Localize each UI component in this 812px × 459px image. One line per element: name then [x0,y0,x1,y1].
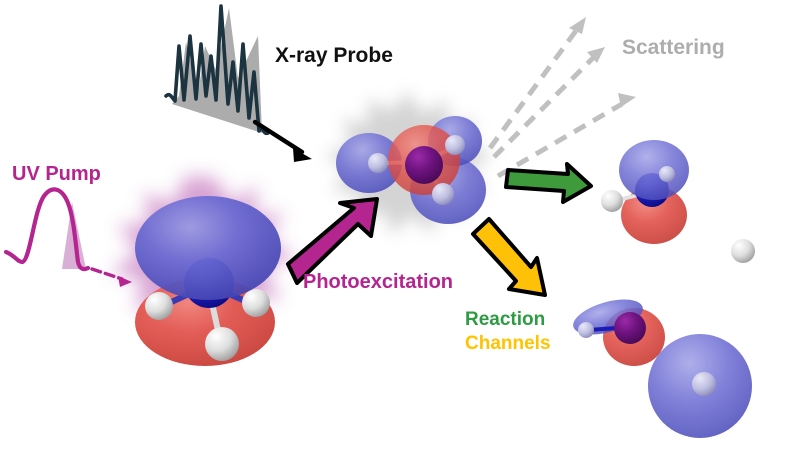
photoexcitation-arrow [286,197,379,285]
orbital-lobe-blue [619,140,689,200]
uv-pump-dashed-arrow [90,267,132,287]
reaction-label: Reaction [465,309,546,330]
hydrogen-atom [601,190,623,212]
xray-probe-arrow [252,119,312,162]
uv-pump-label: UV Pump [12,163,101,185]
hydrogen-atom [145,292,173,320]
orbital-lobe-red [621,186,687,244]
hydrogen-atom [368,153,388,173]
hydrogen-atom [659,166,675,182]
scattering-label: Scattering [622,36,725,59]
scattering-arrow [496,93,636,179]
hydrogen-atom [445,135,465,155]
green-reaction-arrow [504,162,593,204]
ammonia-blue-lobe [135,196,281,300]
channels-label: Channels [465,333,551,354]
hydrogen-atom [692,372,716,396]
hydrogen-atom [578,322,594,338]
photoexcitation-label: Photoexcitation [303,271,454,293]
hydrogen-atom [731,239,755,263]
xray-probe-label: X-ray Probe [275,44,393,67]
nitrogen-atom [405,146,443,184]
nitrogen-atom [614,312,646,344]
xray-sase-pulse [164,4,270,136]
yellow-reaction-arrow [471,217,547,297]
hydrogen-atom [432,183,454,205]
scattering-arrow [487,17,586,150]
uv-pump-pulse [3,187,91,272]
scattering-arrow [492,47,605,159]
hydrogen-atom [205,327,239,361]
hydrogen-atom [242,289,270,317]
